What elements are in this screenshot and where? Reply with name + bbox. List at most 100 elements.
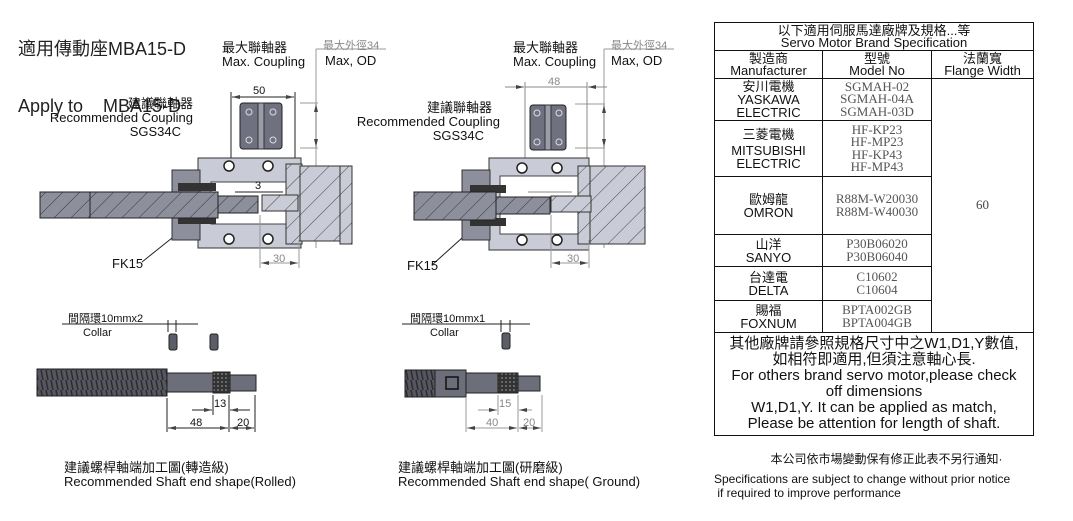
table-title-zh: 以下適用伺服馬達廠牌及規格...等 [777,22,971,38]
table-row: 賜福 FOXNUM BPTA002GB BPTA004GB [714,300,1034,333]
mfr-zh: 三菱電機 [742,126,795,142]
dim-shaft-rolled: 48 [190,417,203,429]
dim-end-rolled: 20 [237,417,250,429]
manufacturer-cell: 台達電 DELTA [714,266,823,301]
note-en-3: W1,D1,Y. It can be applied as match, [751,399,997,416]
notice-zh: 本公司依市場變動保有修正此表不另行通知· [770,452,1003,466]
caption-ground-en: Recommended Shaft end shape( Ground) [398,474,641,489]
dim-flange-left: 30 [273,253,286,265]
table-row: 台達電 DELTA C10602 C10604 [714,266,1034,301]
table-note-row: 其他廠牌請參照規格尺寸中之W1,D1,Y數值, 如相符即適用,但須注意軸心長. … [714,332,1034,436]
dim-shaft-ground: 40 [486,417,499,429]
title-zh: 適用傳動座MBA15-D [18,39,187,59]
rec-coupling-label-right: 建議聯軸器 Recommended Coupling SGS34C [340,101,500,143]
table-row: 安川電機 YASKAWA ELECTRIC SGMAH-02 SGMAH-04A… [714,78,1034,333]
note-en-4: Please be attention for length of shaft. [747,415,1001,432]
rec-coupling-label-left: 建議聯軸器 Recommended Coupling SGS34C [40,97,193,139]
col-en: Manufacturer [730,62,807,78]
model-no: C10604 [856,281,898,297]
col-header-model: 型號 Model No [822,50,932,79]
rolled-shaft-drawing [36,320,257,432]
mfr-en: OMRON [743,204,794,220]
servo-spec-table: 以下適用伺服馬達廠牌及規格...等 Servo Motor Brand Spec… [714,22,1034,436]
note-en-1: For others brand servo motor,please chec… [731,367,1017,384]
max-od-zh-left: 最大外徑34 [323,40,380,52]
model-no: R88M-W20030 [835,191,919,206]
max-coupling-en: Max. Coupling [222,54,306,69]
mfr-en2: ELECTRIC [736,105,801,120]
coupling-icon [529,104,567,151]
caption-ground-zh: 建議螺桿軸端加工圖(研磨級) [398,460,563,475]
model-no: SGMAH-04A [840,91,914,107]
model-no: BPTA002GB [842,302,912,317]
manufacturer-cell: 三菱電機 MITSUBISHI ELECTRIC [714,120,823,177]
table-row: 歐姆龍 OMRON R88M-W20030 R88M-W40030 [714,176,1034,235]
collar-zh-ground: 間隔環10mmx1 [410,313,486,325]
max-coupling-label-right: 最大聯軸器 Max. Coupling [513,41,596,69]
max-od-en-right: Max, OD [611,53,663,68]
mfr-en: YASKAWA [737,92,800,107]
col-en: Model No [849,62,905,78]
max-coupling-en: Max. Coupling [513,54,597,69]
caption-rolled: 建議螺桿軸端加工圖(轉造級) Recommended Shaft end sha… [64,461,296,489]
flange-width-cell: 60 [931,78,1034,333]
mfr-en: SANYO [745,249,792,265]
dim-thread-ground: 15 [499,398,512,410]
max-od-en-left: Max, OD [325,53,377,68]
model-cell: SGMAH-02 SGMAH-04A SGMAH-03D [822,78,932,121]
mfr-zh: 安川電機 [742,79,795,94]
rec-coupling-zh: 建議聯軸器 [127,96,193,111]
manufacturer-cell: 山洋 SANYO [714,234,823,267]
note-en-2: off dimensions [825,383,923,400]
model-no: SGMAH-03D [840,103,914,119]
mfr-zh: 山洋 [755,236,782,252]
mfr-zh: 歐姆龍 [748,191,788,207]
rec-coupling-en: Recommended Coupling [356,114,500,129]
note-zh-2: 如相符即適用,但須注意軸心長. [772,351,976,368]
right-assembly-drawing [339,48,674,268]
col-en: Flange Width [944,62,1021,78]
mfr-zh: 賜福 [755,302,782,318]
max-coupling-zh: 最大聯軸器 [222,40,288,55]
note-zh-1: 其他廠牌請參照規格尺寸中之W1,D1,Y數值, [729,335,1019,352]
dim-coupling-length-left: 50 [253,85,266,97]
model-no: SGMAH-02 [844,78,910,94]
col-header-manufacturer: 製造商 Manufacturer [714,50,823,79]
rec-coupling-model: SGS34C [432,128,484,143]
collar-zh-rolled: 間隔環10mmx2 [68,313,144,325]
model-no: HF-MP43 [850,159,904,174]
table-title-en: Servo Motor Brand Specification [780,34,968,50]
manufacturer-cell: 歐姆龍 OMRON [714,176,823,235]
notice-en-2: if required to improve performance [714,486,901,500]
model-no: HF-MP23 [850,134,904,149]
dim-thread-rolled: 13 [214,398,227,410]
max-coupling-zh: 最大聯軸器 [513,40,579,55]
notice-en-1: Specifications are subject to change wit… [714,472,1011,486]
mfr-en: DELTA [748,282,789,298]
rec-coupling-en: Recommended Coupling [49,110,193,125]
caption-rolled-zh: 建議螺桿軸端加工圖(轉造級) [64,460,229,475]
mfr-en: MITSUBISHI [731,142,806,158]
model-no: HF-KP23 [851,121,903,137]
table-row: 三菱電機 MITSUBISHI ELECTRIC HF-KP23 HF-MP23… [714,120,1034,177]
model-cell: R88M-W20030 R88M-W40030 [822,176,932,235]
model-no: P30B06020 [846,236,908,251]
model-cell: P30B06020 P30B06040 [822,234,932,267]
max-od-zh-right: 最大外徑34 [611,40,668,52]
col-zh: 製造商 [748,50,788,66]
model-no: P30B06040 [846,248,908,264]
page-title: 適用傳動座MBA15-D Apply to MBA15-D [18,2,186,135]
coupling-icon [239,102,283,150]
dim-flange-right: 30 [567,253,580,265]
notice-en: Specifications are subject to change wit… [714,472,1059,500]
title-en: Apply to MBA15-D [18,96,182,116]
mfr-en2: ELECTRIC [736,155,801,171]
dim-end-ground: 20 [523,417,536,429]
max-coupling-label-left: 最大聯軸器 Max. Coupling [222,41,305,69]
dim-gap-left-label: 3 [255,180,262,192]
manufacturer-cell: 安川電機 YASKAWA ELECTRIC [714,78,823,121]
model-cell: BPTA002GB BPTA004GB [822,300,932,333]
model-no: HF-KP43 [851,146,903,162]
manufacturer-cell: 賜福 FOXNUM [714,300,823,333]
